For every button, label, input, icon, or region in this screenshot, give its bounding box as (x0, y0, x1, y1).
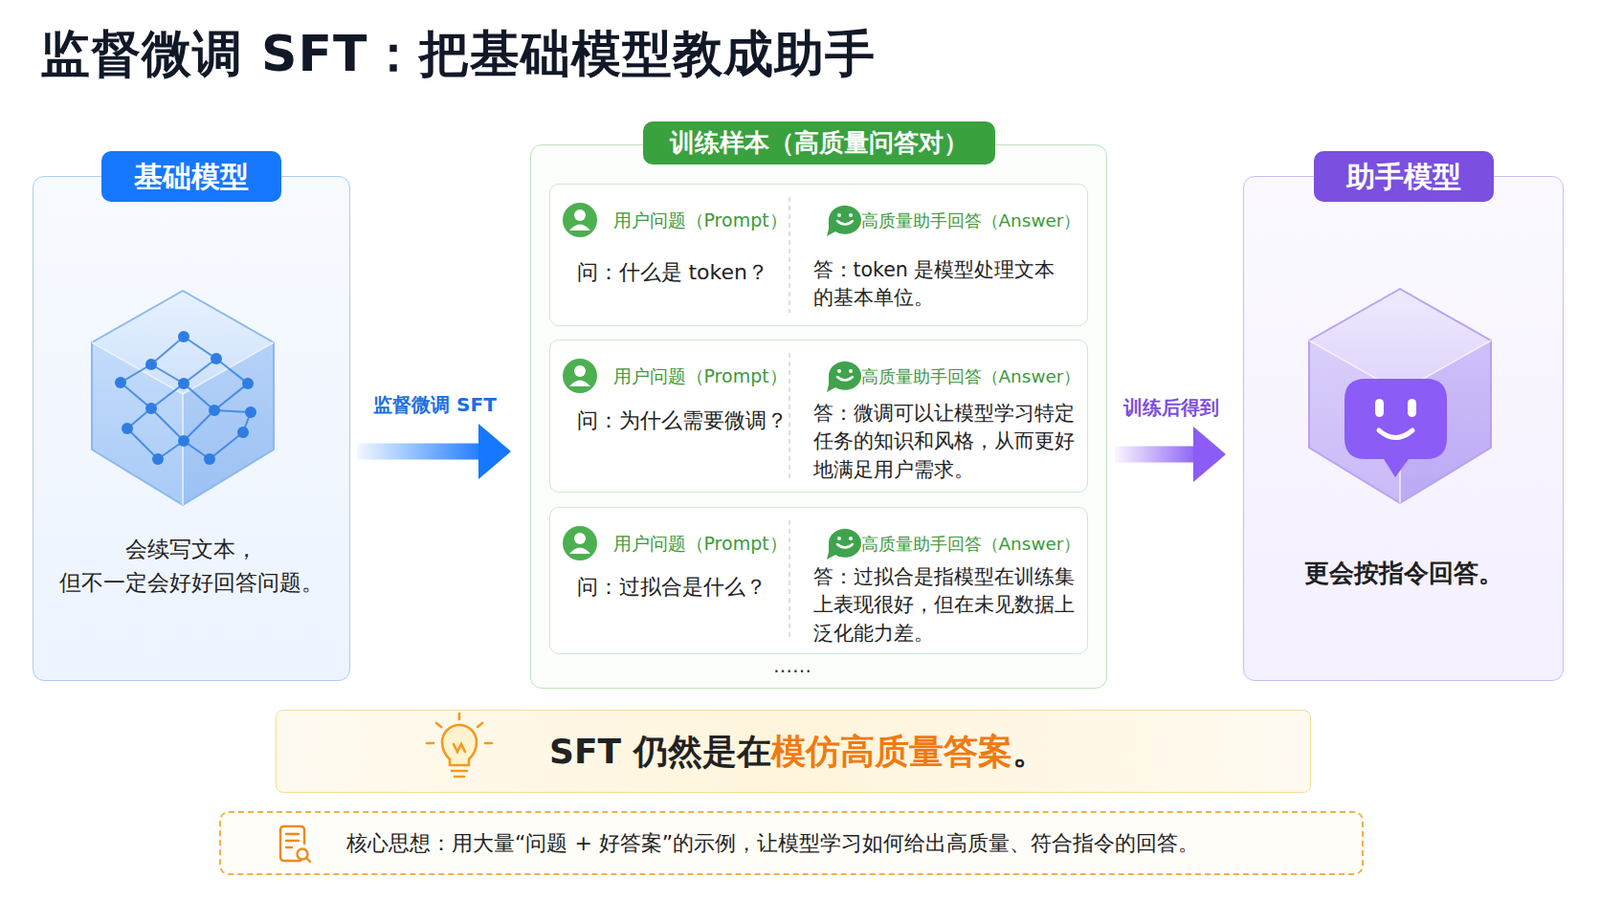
prompt-label: 用户问题（Prompt） (613, 364, 788, 390)
flow-arrow (1114, 426, 1226, 483)
flow-arrow (356, 423, 512, 480)
diagram-title-slot: 监督微调 SFT：把基础模型教成助手 (40, 21, 876, 89)
panel-description: 更会按指令回答。 (1257, 555, 1550, 591)
model-panel: 训练样本（高质量问答对）用户问题（Prompt）问：什么是 token？高质量助… (530, 144, 1108, 689)
question-text-slot: 问：过拟合是什么？ (577, 573, 767, 602)
arrow-label-slot: 监督微调 SFT (320, 392, 551, 419)
answer-label-slot: 高质量助手回答（Answer） (861, 532, 1082, 556)
prompt-label: 用户问题（Prompt） (613, 208, 788, 234)
key-idea-box: 核心思想：用大量“问题 + 好答案”的示例，让模型学习如何给出高质量、符合指令的… (219, 811, 1364, 876)
answer-label: 高质量助手回答（Answer） (861, 208, 1082, 233)
arrow-label: 训练后得到 (1056, 395, 1287, 422)
answer-text: 答：过拟合是指模型在训练集 上表现很好，但在未见数据上 泛化能力差。 (813, 563, 1084, 649)
highlight-band: SFT 仍然是在模仿高质量答案。 (275, 710, 1312, 794)
answer-text: 答：token 是模型处理文本 的基本单位。 (813, 256, 1084, 313)
answer-label-slot: 高质量助手回答（Answer） (861, 364, 1082, 389)
panel-description-slot: 更会按指令回答。 (1257, 555, 1550, 591)
prompt-label-slot: 用户问题（Prompt） (613, 364, 788, 390)
arrow-head (478, 423, 512, 480)
card-icons (562, 197, 862, 642)
prompt-label-slot: 用户问题（Prompt） (613, 532, 788, 557)
emphasis-text: 模仿高质量答案 (771, 729, 1013, 777)
prompt-label-slot: 用户问题（Prompt） (613, 208, 788, 234)
question-text: 问：为什么需要微调？ (577, 406, 788, 436)
answer-text-slot: 答：微调可以让模型学习特定 任务的知识和风格，从而更好 地满足用户需求。 (813, 400, 1084, 486)
qa-card: 用户问题（Prompt） 问：什么是 token？ 高质量助手回答（Answer） 答… (549, 183, 1089, 327)
prompt-label: 用户问题（Prompt） (613, 532, 788, 557)
qa-card: 用户问题（Prompt） 问：过拟合是什么？ 高质量助手回答（Answer） 答：过拟… (549, 507, 1089, 655)
panel-description: 会续写文本， 但不一定会好好回答问题。 (46, 533, 336, 600)
arrow-shaft (1114, 446, 1196, 464)
ellipsis-label: …… (715, 654, 869, 678)
panel-header-pill-slot: 助手模型 (1244, 151, 1563, 202)
question-text-slot: 问：为什么需要微调？ (577, 406, 788, 436)
answer-label: 高质量助手回答（Answer） (861, 364, 1082, 389)
panel-header-pill-slot: 基础模型 (33, 151, 350, 202)
question-text: 问：过拟合是什么？ (577, 573, 767, 602)
note-text-row: 核心思想：用大量“问题 + 好答案”的示例，让模型学习如何给出高质量、符合指令的… (346, 813, 1200, 874)
band-text: 。 (1012, 729, 1047, 777)
arrow-label-slot: 训练后得到 (1056, 395, 1287, 422)
model-panel: 基础模型会续写文本， 但不一定会好好回答问题。 (32, 176, 351, 682)
panel-description-slot: 会续写文本， 但不一定会好好回答问题。 (46, 533, 336, 600)
base-model-cube (91, 290, 274, 506)
assistant-model-cube (1309, 288, 1491, 504)
diagram-title: 监督微调 SFT：把基础模型教成助手 (40, 21, 876, 89)
arrow-head (1193, 426, 1226, 483)
qa-card: 用户问题（Prompt） 问：为什么需要微调？ 高质量助手回答（Answer） 答：微… (549, 339, 1089, 493)
model-panel: 助手模型更会按指令回答。 (1243, 176, 1564, 682)
panel-header-pill: 训练样本（高质量问答对） (643, 121, 996, 165)
document-icon (280, 826, 311, 863)
arrow-label: 监督微调 SFT (320, 392, 551, 419)
answer-text-slot: 答：token 是模型处理文本 的基本单位。 (813, 256, 1084, 313)
question-text: 问：什么是 token？ (577, 258, 770, 288)
band-text: SFT 仍然是在 (549, 729, 772, 777)
answer-text-slot: 答：过拟合是指模型在训练集 上表现很好，但在未见数据上 泛化能力差。 (813, 563, 1084, 649)
arrow-shaft (356, 444, 481, 461)
lightbulb-icon (426, 713, 492, 778)
panel-header-pill-slot: 训练样本（高质量问答对） (531, 121, 1107, 165)
panel-header-pill: 基础模型 (101, 151, 282, 202)
answer-label-slot: 高质量助手回答（Answer） (861, 208, 1082, 233)
band-text-row: SFT 仍然是在模仿高质量答案。 (549, 711, 1047, 795)
ellipsis-label-slot: …… (715, 654, 869, 678)
panel-header-pill: 助手模型 (1313, 151, 1494, 202)
answer-label: 高质量助手回答（Answer） (861, 532, 1082, 556)
key-idea-text: 核心思想：用大量“问题 + 好答案”的示例，让模型学习如何给出高质量、符合指令的… (346, 829, 1200, 859)
chat-bubble-face (1344, 378, 1447, 478)
answer-text: 答：微调可以让模型学习特定 任务的知识和风格，从而更好 地满足用户需求。 (813, 400, 1084, 486)
question-text-slot: 问：什么是 token？ (577, 258, 770, 288)
